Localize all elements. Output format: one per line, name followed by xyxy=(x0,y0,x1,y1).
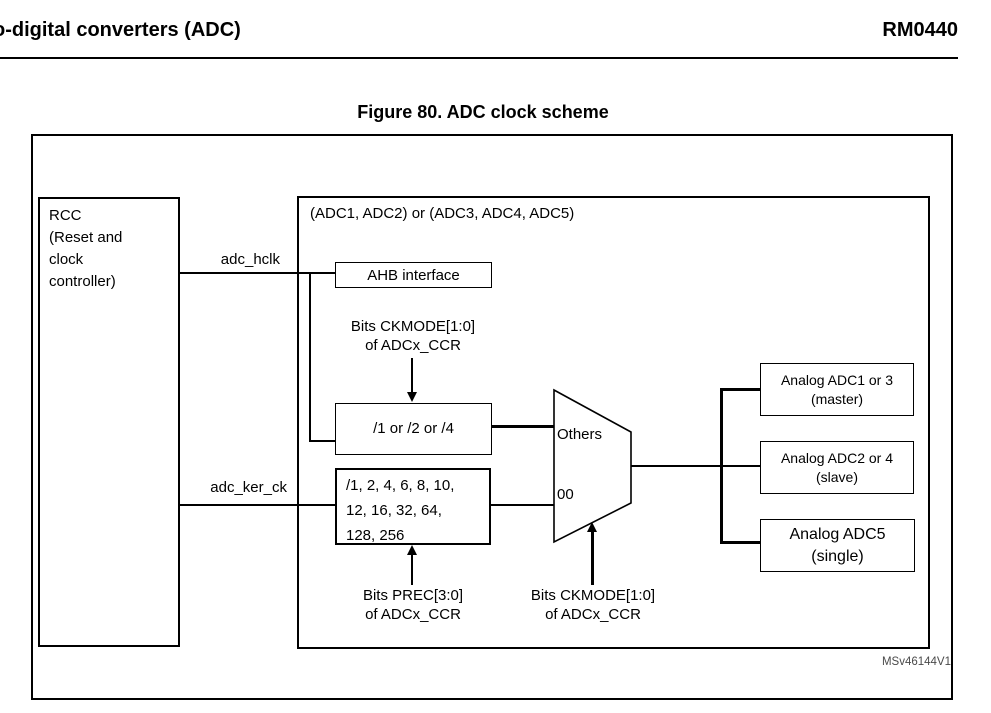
adc-group-label: (ADC1, ADC2) or (ADC3, ADC4, ADC5) xyxy=(310,205,575,222)
async-prescaler-line2: 12, 16, 32, 64, xyxy=(346,502,442,519)
adc-master-stub-line xyxy=(720,388,761,391)
adc-ker-ck-line xyxy=(180,504,335,506)
annotation-prec-line2: of ADCx_CCR xyxy=(365,606,461,623)
annotation-ckmode-mux: Bits CKMODE[1:0] of ADCx_CCR xyxy=(505,586,681,624)
rcc-label-line3: clock xyxy=(49,251,84,268)
rcc-label-line1: RCC xyxy=(49,207,82,224)
async-presc-to-mux-line xyxy=(489,504,555,506)
mux-output-line xyxy=(630,465,761,467)
adc-slave-block: Analog ADC2 or 4 (slave) xyxy=(760,441,914,494)
async-prescaler-line1: /1, 2, 4, 6, 8, 10, xyxy=(346,477,455,494)
annotation-prec: Bits PREC[3:0] of ADCx_CCR xyxy=(325,586,501,624)
ckmode-sync-arrow-stem xyxy=(411,358,413,394)
header-rule xyxy=(0,57,958,59)
figure-id: MSv46144V1 xyxy=(881,656,951,668)
annotation-ckmode-mux-line2: of ADCx_CCR xyxy=(545,606,641,623)
sync-presc-to-mux-line xyxy=(491,425,556,428)
mux-input-others-label: Others xyxy=(557,426,603,443)
adc-slave-line1: Analog ADC2 or 4 xyxy=(780,449,894,466)
adc-single-line2: (single) xyxy=(811,547,864,565)
figure-title: Figure 80. ADC clock scheme xyxy=(357,102,609,122)
adc-master-block: Analog ADC1 or 3 (master) xyxy=(760,363,914,416)
adc-slave-line2: (slave) xyxy=(815,468,858,485)
async-prescaler-block: /1, 2, 4, 6, 8, 10, 12, 16, 32, 64, 128,… xyxy=(335,468,491,545)
adc-single-stub-line xyxy=(720,541,761,544)
prec-arrowhead-icon xyxy=(407,545,417,555)
signal-label-adc-hclk: adc_hclk xyxy=(220,251,280,268)
adc-single-block: Analog ADC5 (single) xyxy=(760,519,915,572)
ckmode-sync-arrowhead-icon xyxy=(407,392,417,402)
clock-mux-shape xyxy=(553,388,632,544)
adc-hclk-branch-line xyxy=(309,272,311,442)
adc-single-line1: Analog ADC5 xyxy=(789,525,886,543)
rcc-label-line2: (Reset and xyxy=(49,229,123,246)
rcc-block: RCC (Reset and clock controller) xyxy=(38,197,180,647)
sync-prescaler-label: /1 or /2 or /4 xyxy=(373,420,454,437)
ckmode-mux-arrowhead-icon xyxy=(587,522,597,532)
mux-input-00-label: 00 xyxy=(557,486,574,503)
annotation-ckmode-sync-line2: of ADCx_CCR xyxy=(365,337,461,354)
annotation-prec-line1: Bits PREC[3:0] xyxy=(362,587,464,604)
ahb-interface-block: AHB interface xyxy=(335,262,492,288)
annotation-ckmode-mux-line1: Bits CKMODE[1:0] xyxy=(530,587,656,604)
adc-master-line2: (master) xyxy=(810,390,864,407)
adc-hclk-line xyxy=(180,272,335,274)
adc-master-line1: Analog ADC1 or 3 xyxy=(780,371,894,388)
document-number: RM0440 xyxy=(882,19,958,41)
annotation-ckmode-sync: Bits CKMODE[1:0] of ADCx_CCR xyxy=(325,317,501,355)
section-title: o-digital converters (ADC) xyxy=(0,19,241,41)
prec-arrow-stem xyxy=(411,553,413,585)
rcc-label-line4: controller) xyxy=(49,273,116,290)
ckmode-mux-arrow-stem xyxy=(591,530,594,585)
signal-label-adc-ker-ck: adc_ker_ck xyxy=(210,479,287,496)
sync-presc-input-stub xyxy=(309,440,336,442)
annotation-ckmode-sync-line1: Bits CKMODE[1:0] xyxy=(350,318,476,335)
ahb-interface-label: AHB interface xyxy=(367,266,460,284)
adc-branch-vertical-line xyxy=(720,388,723,544)
sync-prescaler-block: /1 or /2 or /4 xyxy=(335,403,492,455)
async-prescaler-line3: 128, 256 xyxy=(346,527,405,544)
